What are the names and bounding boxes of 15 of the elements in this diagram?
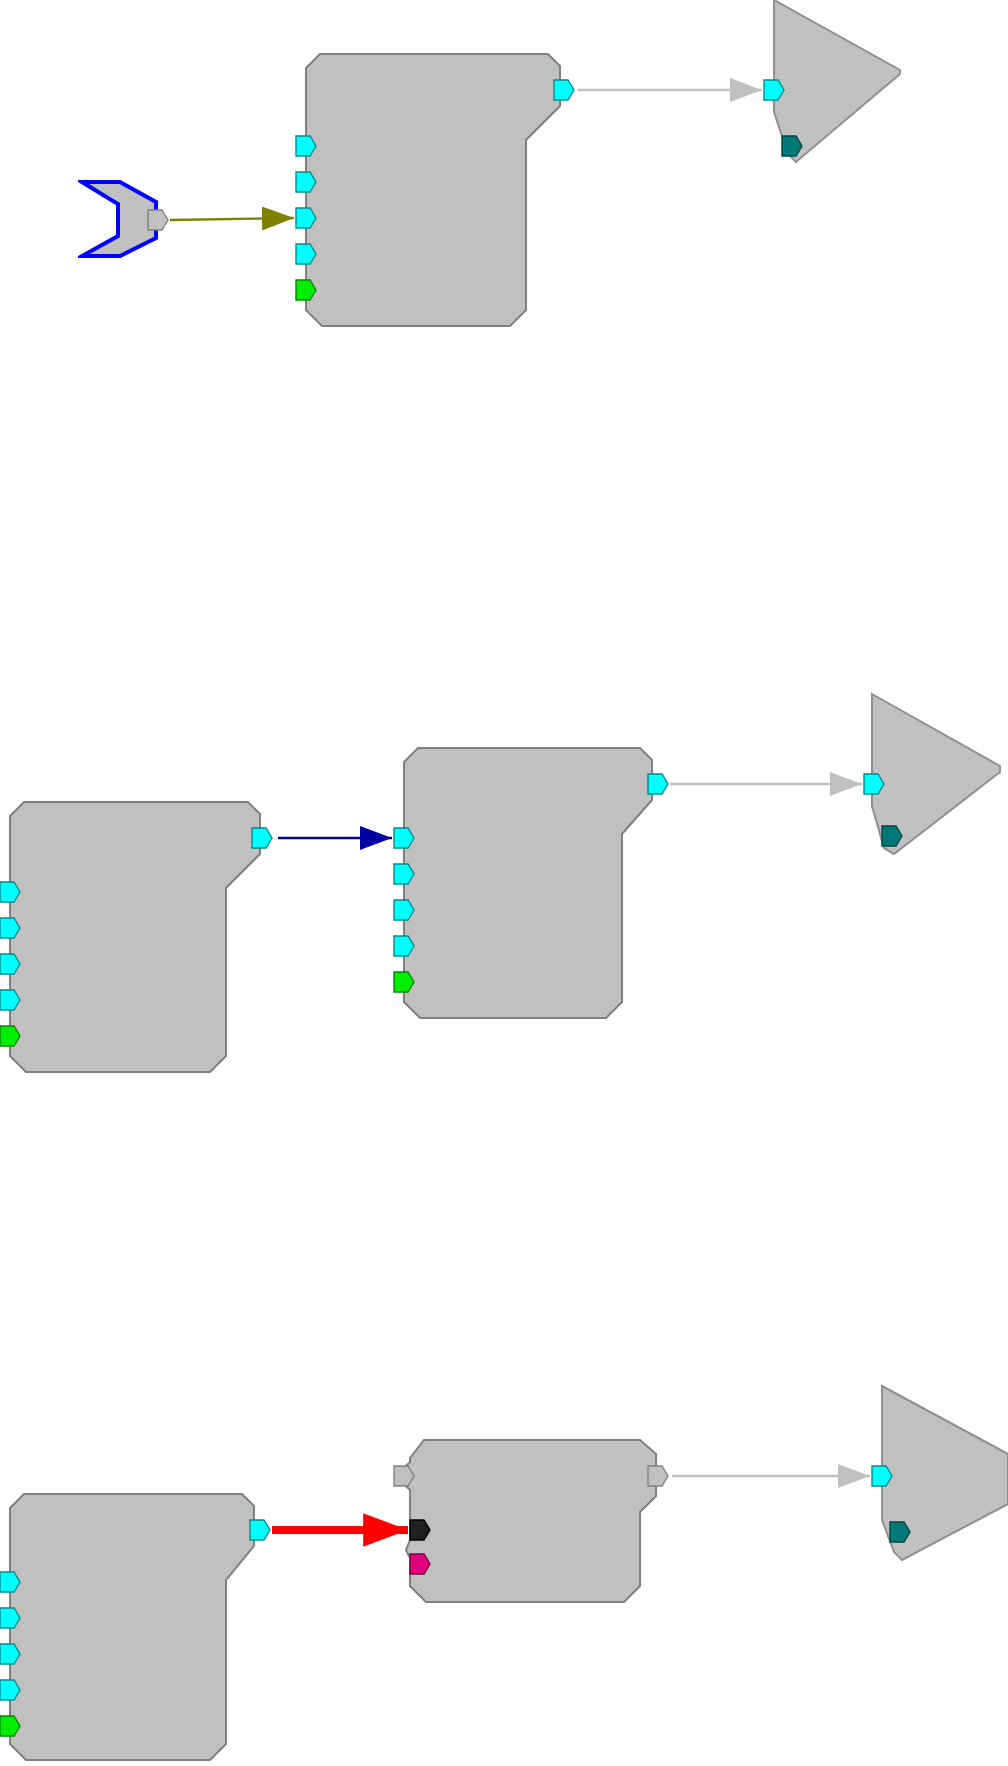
arrow bbox=[169, 206, 295, 231]
arrow bbox=[578, 78, 762, 102]
output-triangle bbox=[862, 690, 1004, 858]
function-block bbox=[294, 50, 578, 330]
function-block bbox=[392, 744, 670, 1022]
arrow bbox=[272, 1513, 408, 1547]
function-block bbox=[0, 1490, 272, 1764]
function-block bbox=[0, 798, 278, 1076]
input-connector bbox=[78, 176, 170, 260]
arrow bbox=[670, 772, 862, 796]
arrow bbox=[278, 826, 392, 850]
function-block bbox=[392, 1436, 672, 1608]
output-triangle bbox=[762, 0, 904, 166]
arrow bbox=[672, 1464, 870, 1488]
output-triangle bbox=[870, 1382, 1008, 1564]
